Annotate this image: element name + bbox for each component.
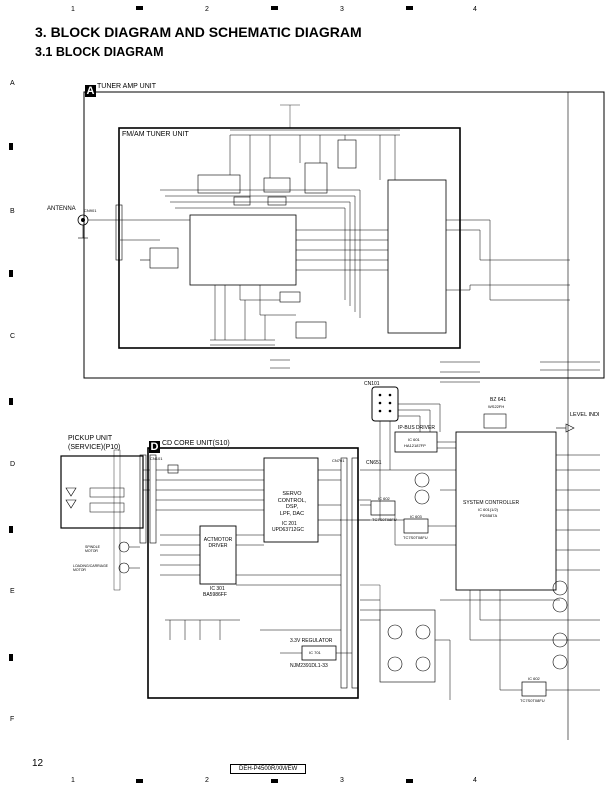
tuner-amp-frame: [83, 91, 605, 379]
section-letter: A: [85, 85, 96, 97]
ip-bus-part: HA12187FP: [404, 443, 426, 448]
regulator-label: 3.3V REGULATOR: [290, 638, 333, 644]
cd-core-tag: D: [149, 437, 160, 455]
grid-col-marker: 3: [340, 6, 344, 13]
act-driver-box: [199, 525, 237, 585]
cn101-connector: [371, 386, 399, 422]
servo-label-2: CONTROL,: [277, 497, 307, 504]
grid-col-marker: 4: [473, 777, 477, 784]
ic602-part: TC7S0T08FU: [372, 517, 397, 522]
antenna-cn-label: CN901: [84, 208, 97, 213]
regulator-ic: IC 701: [309, 650, 321, 655]
level-indicator-label: LEVEL INDI: [570, 412, 600, 418]
grid-row-marker: F: [10, 716, 15, 723]
ic602-label: IC 602: [378, 496, 390, 501]
grid-col-marker: 1: [71, 777, 75, 784]
tuner-amp-label: TUNER AMP UNIT: [97, 83, 156, 90]
servo-label: SERVO CONTROL, DSP, LPF, DAC: [272, 491, 312, 517]
servo-part: UPD63712GC: [272, 527, 304, 533]
tuner-amp-tag: A: [85, 81, 96, 99]
grid-col-marker: 1: [71, 6, 75, 13]
act-driver-ic: IC 301: [210, 586, 225, 592]
section-letter: D: [149, 441, 160, 453]
servo-label-4: LPF, DAC: [279, 510, 305, 517]
cn101b-label: CN101: [150, 456, 163, 461]
fm-am-label: FM/AM TUNER UNIT: [122, 131, 189, 138]
loading-label: LOADING/CARRIAGE MOTOR: [73, 564, 109, 572]
servo-label-1: SERVO: [282, 491, 302, 497]
ic603-part: TC7S0T08FU: [403, 535, 428, 540]
grid-col-marker: 4: [473, 6, 477, 13]
model-number: DEH-P4500R/XM/EW: [230, 764, 307, 774]
grid-row-marker: E: [10, 588, 15, 595]
cd-core-label: CD CORE UNIT(S10): [162, 440, 230, 447]
grid-col-marker: 3: [340, 777, 344, 784]
system-controller-ic: IC 601(1/2): [478, 507, 499, 512]
edge-markers: [9, 6, 413, 783]
grid-row-marker: B: [10, 208, 15, 215]
ic-low-box: [521, 681, 547, 697]
tuner-ic: [189, 214, 297, 286]
spindle-label: SPINDLE MOTOR: [85, 545, 100, 553]
grid-row-marker: A: [10, 80, 15, 87]
grid-col-marker: 2: [205, 777, 209, 784]
system-controller-part: PD5587A: [480, 513, 498, 518]
page-number: 12: [32, 758, 44, 769]
buzzer-part: WS22FH: [488, 404, 505, 409]
cd-core-box: [147, 447, 359, 699]
act-driver-label-1: ACTMOTOR: [203, 537, 233, 543]
ip-bus-driver-label: IP-BUS DRIVER: [398, 425, 435, 431]
ic603-box: [403, 518, 429, 534]
servo-label-3: DSP,: [285, 504, 299, 510]
system-controller-box: [455, 431, 557, 591]
act-driver-label-2: DRIVER: [208, 543, 228, 549]
fm-am-tuner-box: [118, 127, 461, 349]
buzzer-label: BZ 641: [490, 397, 507, 403]
grid-row-marker: D: [10, 461, 16, 468]
ic-low-part: TC7S0T08FU: [520, 698, 545, 703]
cn101-label: CN101: [364, 381, 380, 387]
cn701-label: CN701: [332, 458, 345, 463]
grid-row-marker: C: [10, 333, 16, 340]
ic602-box: [370, 500, 396, 516]
grid-col-marker: 2: [205, 6, 209, 13]
cn651-label: CN651: [366, 460, 382, 466]
servo-ic: IC 201: [282, 521, 297, 527]
tuner-right-ic: [387, 179, 447, 334]
pickup-label-1: PICKUP UNIT: [68, 435, 113, 442]
pickup-unit-box: [60, 455, 144, 529]
regulator-part: NJM2391DL1-33: [290, 663, 328, 669]
ip-bus-ic: IC 601: [408, 437, 420, 442]
section-subtitle: 3.1 BLOCK DIAGRAM: [35, 45, 164, 59]
system-controller-label: SYSTEM CONTROLLER: [463, 500, 520, 506]
act-driver-label: ACTMOTOR DRIVER: [200, 537, 236, 549]
ic-low-label: IC 602: [528, 676, 540, 681]
ic603-label: IC 603: [410, 514, 422, 519]
antenna-label: ANTENNA: [47, 206, 76, 212]
ip-bus-driver-box: [394, 431, 438, 453]
page-title: 3. BLOCK DIAGRAM AND SCHEMATIC DIAGRAM: [35, 24, 362, 40]
act-driver-part: BA5986FF: [203, 592, 227, 598]
pickup-label-2: (SERVICE)(P10): [68, 444, 121, 451]
